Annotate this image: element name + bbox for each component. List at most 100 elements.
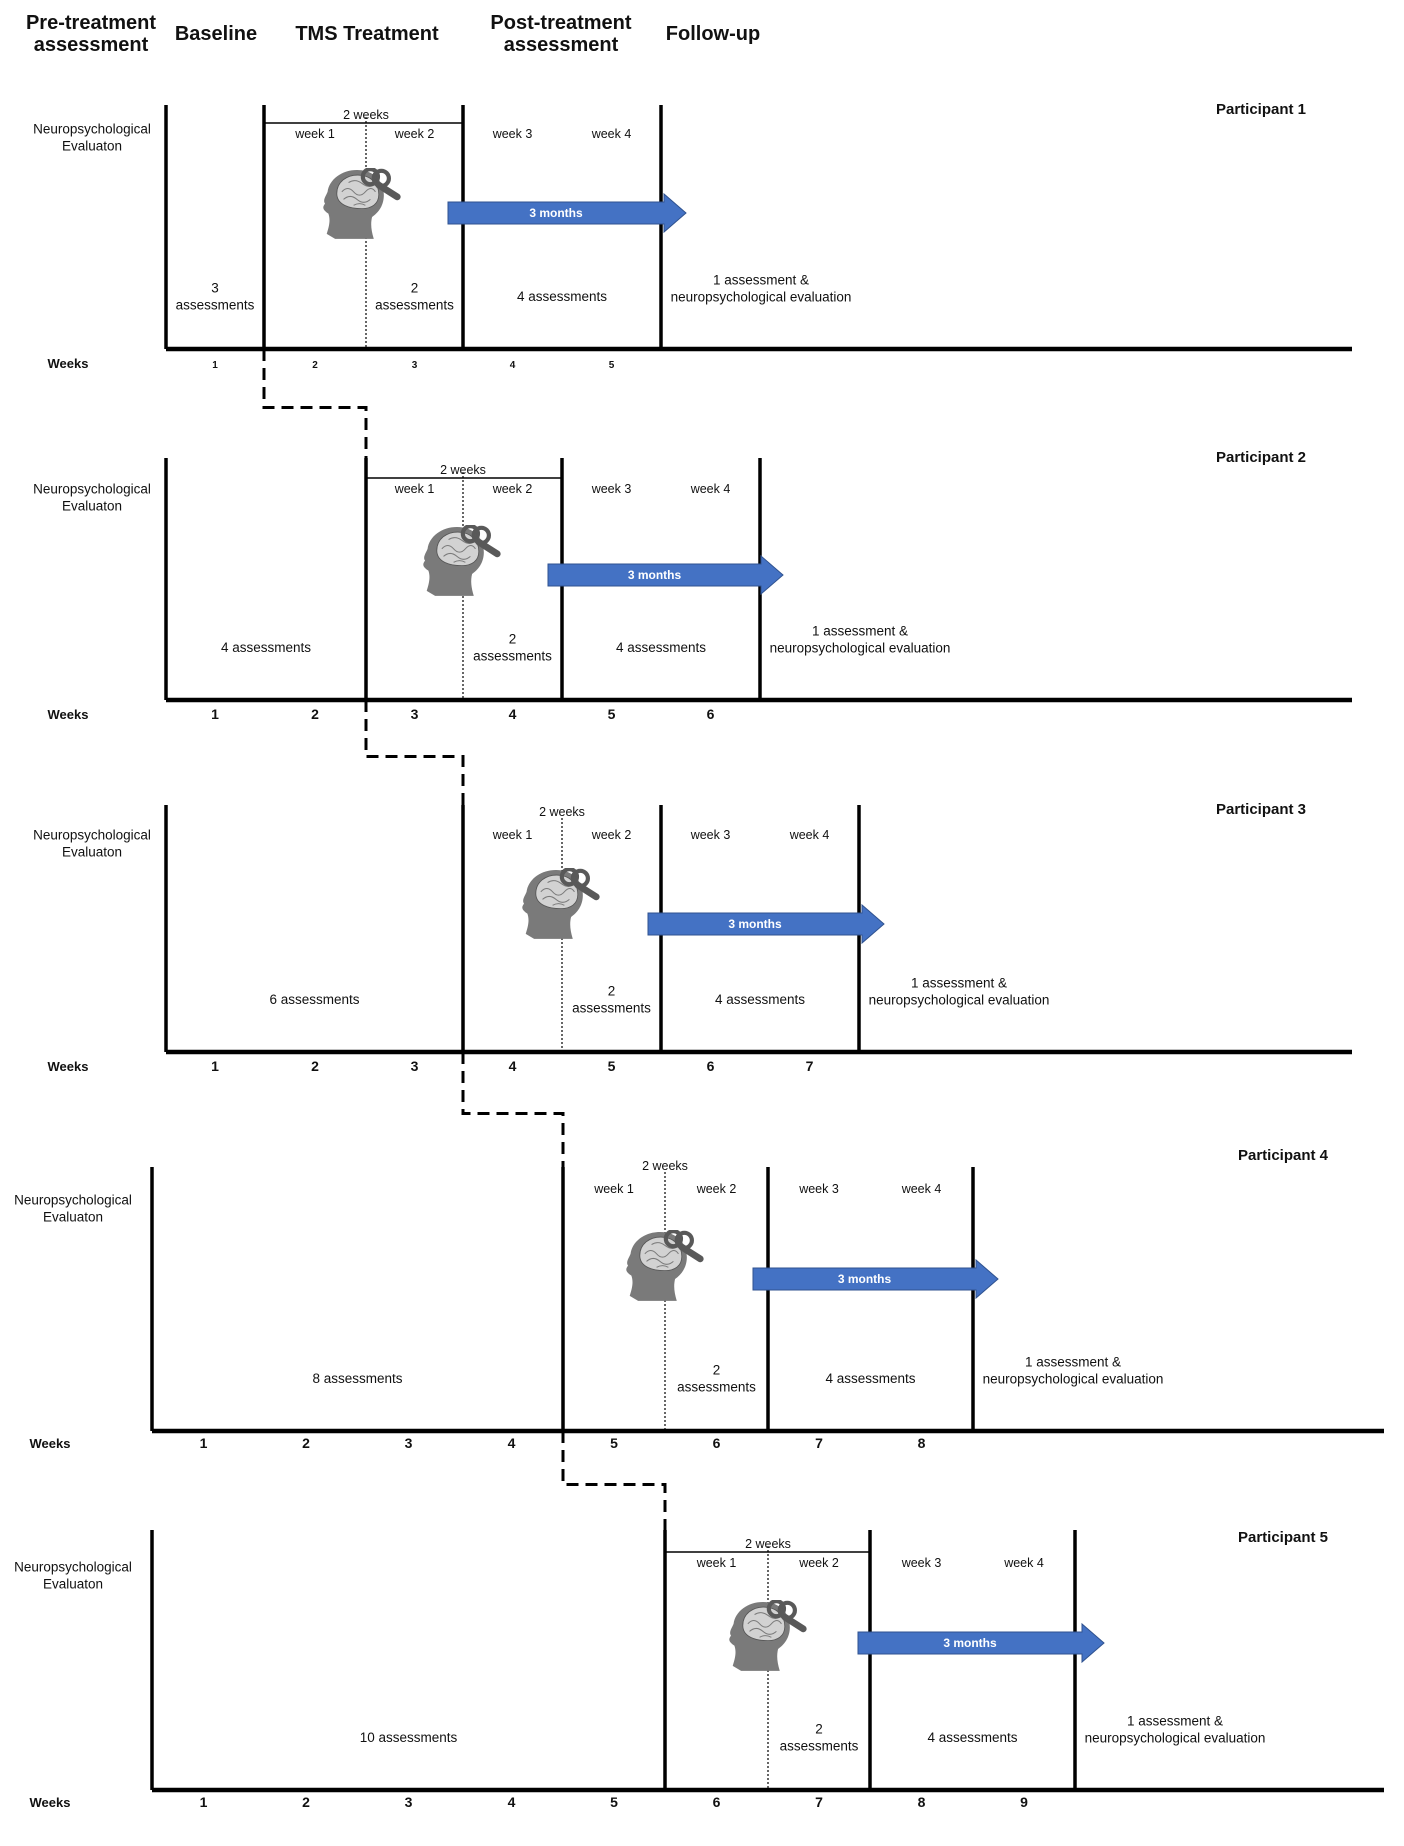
week-label: week 1: [294, 127, 335, 141]
week-label: week 1: [394, 482, 435, 496]
participant-label: Participant 5: [1238, 1529, 1328, 1546]
week-number: 3: [405, 1435, 413, 1451]
followup-assessment: 1 assessment &neuropsychological evaluat…: [1085, 1714, 1266, 1746]
participant-label: Participant 1: [1216, 101, 1306, 118]
week-label: week 4: [591, 127, 632, 141]
three-months-label: 3 months: [943, 1636, 997, 1650]
week-number: 4: [509, 706, 517, 722]
week-number: 3: [411, 706, 419, 722]
post-assessments: 4 assessments: [616, 640, 706, 655]
week-number: 6: [707, 706, 715, 722]
followup-assessment: 1 assessment &neuropsychological evaluat…: [770, 624, 951, 656]
week-number: 2: [311, 706, 319, 722]
week-number: 6: [707, 1058, 715, 1074]
three-months-arrow: [752, 1258, 999, 1300]
baseline-assessments: 8 assessments: [312, 1371, 402, 1386]
week-label: week 1: [593, 1182, 634, 1196]
stair-connector: [461, 1052, 565, 1167]
weeks-axis-label: Weeks: [48, 356, 89, 371]
week-number: 1: [200, 1794, 208, 1810]
week-label: week 1: [696, 1556, 737, 1570]
week-number: 1: [211, 1058, 219, 1074]
baseline-assessments: 10 assessments: [360, 1730, 458, 1745]
phase-header: Baseline: [175, 23, 257, 45]
baseline-assessments: 4 assessments: [221, 640, 311, 655]
week-number: 8: [918, 1435, 926, 1451]
two-weeks-label: 2 weeks: [343, 108, 389, 122]
week-number: 1: [212, 360, 218, 371]
three-months-label: 3 months: [838, 1272, 892, 1286]
week-label: week 3: [492, 127, 533, 141]
week-label: week 2: [696, 1182, 737, 1196]
week-number: 8: [918, 1794, 926, 1810]
three-months-arrow: [447, 192, 687, 234]
phase-header: Follow-up: [666, 23, 760, 45]
week-label: week 4: [1003, 1556, 1044, 1570]
week-label: week 2: [492, 482, 533, 496]
week-number: 4: [509, 1058, 517, 1074]
stair-connector: [561, 1431, 667, 1530]
stair-connector: [262, 349, 368, 458]
weeks-axis-label: Weeks: [48, 1059, 89, 1074]
followup-assessment: 1 assessment &neuropsychological evaluat…: [671, 273, 852, 305]
week-number: 4: [508, 1435, 516, 1451]
week-label: week 3: [690, 828, 731, 842]
participant-label: Participant 4: [1238, 1147, 1329, 1164]
week-label: week 4: [690, 482, 731, 496]
week-number: 4: [508, 1794, 516, 1810]
weeks-axis-label: Weeks: [30, 1436, 71, 1451]
week-number: 2: [312, 360, 318, 371]
week-label: week 4: [789, 828, 830, 842]
followup-assessment: 1 assessment &neuropsychological evaluat…: [983, 1355, 1164, 1387]
post-assessments: 4 assessments: [715, 992, 805, 1007]
week-number: 5: [609, 360, 615, 371]
head-brain-tms-icon: [522, 869, 596, 939]
phase-header: TMS Treatment: [295, 23, 439, 45]
week-label: week 2: [591, 828, 632, 842]
week-label: week 1: [492, 828, 533, 842]
three-months-arrow: [857, 1622, 1105, 1664]
post-assessments: 4 assessments: [517, 289, 607, 304]
week-label: week 3: [901, 1556, 942, 1570]
participant-label: Participant 2: [1216, 449, 1306, 466]
week-number: 4: [510, 360, 516, 371]
week-label: week 3: [798, 1182, 839, 1196]
three-months-label: 3 months: [628, 568, 682, 582]
week-number: 1: [200, 1435, 208, 1451]
followup-assessment: 1 assessment &neuropsychological evaluat…: [869, 976, 1050, 1008]
two-weeks-label: 2 weeks: [745, 1537, 791, 1551]
week-label: week 4: [901, 1182, 942, 1196]
participant-label: Participant 3: [1216, 801, 1306, 818]
three-months-label: 3 months: [728, 917, 782, 931]
week-number: 7: [806, 1058, 814, 1074]
week-label: week 3: [591, 482, 632, 496]
three-months-label: 3 months: [529, 206, 583, 220]
week-number: 7: [815, 1435, 823, 1451]
week-number: 7: [815, 1794, 823, 1810]
stair-connector: [364, 700, 465, 805]
week-number: 3: [411, 1058, 419, 1074]
week-label: week 2: [798, 1556, 839, 1570]
week-number: 6: [713, 1435, 721, 1451]
week-number: 5: [610, 1435, 618, 1451]
stair-connectors: [262, 349, 667, 1530]
weeks-axis-label: Weeks: [48, 707, 89, 722]
